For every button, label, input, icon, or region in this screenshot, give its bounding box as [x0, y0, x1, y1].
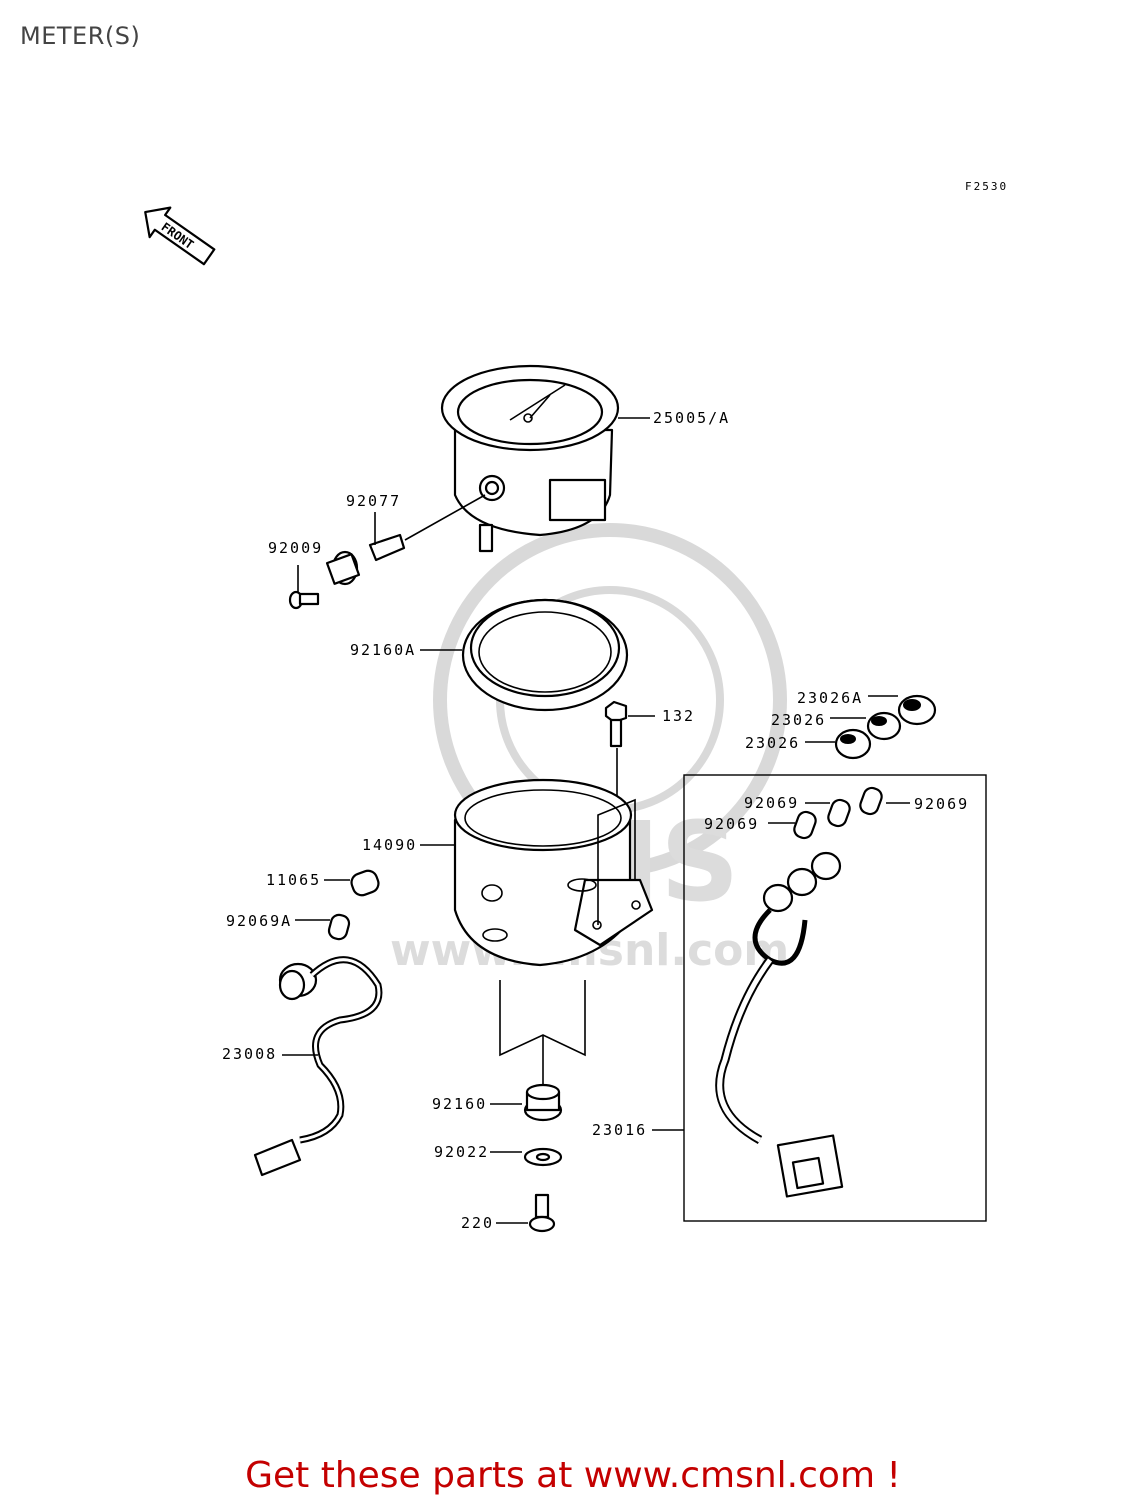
lenses-23026	[805, 694, 937, 760]
bulb-92069A	[295, 913, 351, 941]
callout-14090: 14090	[362, 836, 417, 854]
callout-92160A: 92160A	[350, 641, 416, 659]
callout-23026A: 23026A	[797, 689, 863, 707]
washer-92022	[490, 1147, 563, 1167]
screw-220	[496, 1193, 556, 1233]
screw-92009	[288, 565, 320, 610]
meter-assembly	[440, 364, 620, 553]
socket-harness-23008	[253, 956, 383, 1177]
callout-92009: 92009	[268, 539, 323, 557]
assembly-leaders	[499, 798, 636, 1085]
callout-220: 220	[461, 1214, 494, 1232]
callout-92069-c: 92069	[914, 795, 969, 813]
bolt-132	[604, 700, 655, 800]
callout-92069-b: 92069	[704, 815, 759, 833]
grommet-92160	[490, 1083, 563, 1122]
page-title: METER(S)	[20, 22, 141, 50]
callout-labels: 25005/A 92077 92009 92160A 132 23026A 23…	[222, 409, 969, 1232]
callout-92160: 92160	[432, 1095, 487, 1113]
callout-92069-a: 92069	[744, 794, 799, 812]
bulb-cover-11065	[324, 869, 380, 897]
callout-23026-a: 23026	[771, 711, 826, 729]
meter-ring	[461, 598, 629, 712]
bulbs-92069	[768, 786, 910, 840]
meter-cable-pin	[325, 494, 486, 586]
footer-link[interactable]: Get these parts at www.cmsnl.com !	[245, 1455, 901, 1496]
figure-code: F2530	[965, 180, 1008, 193]
callout-23026-b: 23026	[745, 734, 800, 752]
callout-132: 132	[662, 707, 695, 725]
callout-25005A: 25005/A	[653, 409, 730, 427]
callout-92022: 92022	[434, 1143, 489, 1161]
harness-23016-box	[652, 774, 987, 1222]
callout-23016: 23016	[592, 1121, 647, 1139]
callout-92077: 92077	[346, 492, 401, 510]
callout-11065: 11065	[266, 871, 321, 889]
meter-case	[453, 778, 654, 967]
callout-92069A: 92069A	[226, 912, 292, 930]
front-arrow-icon: FRONT	[144, 206, 216, 266]
callout-23008: 23008	[222, 1045, 277, 1063]
